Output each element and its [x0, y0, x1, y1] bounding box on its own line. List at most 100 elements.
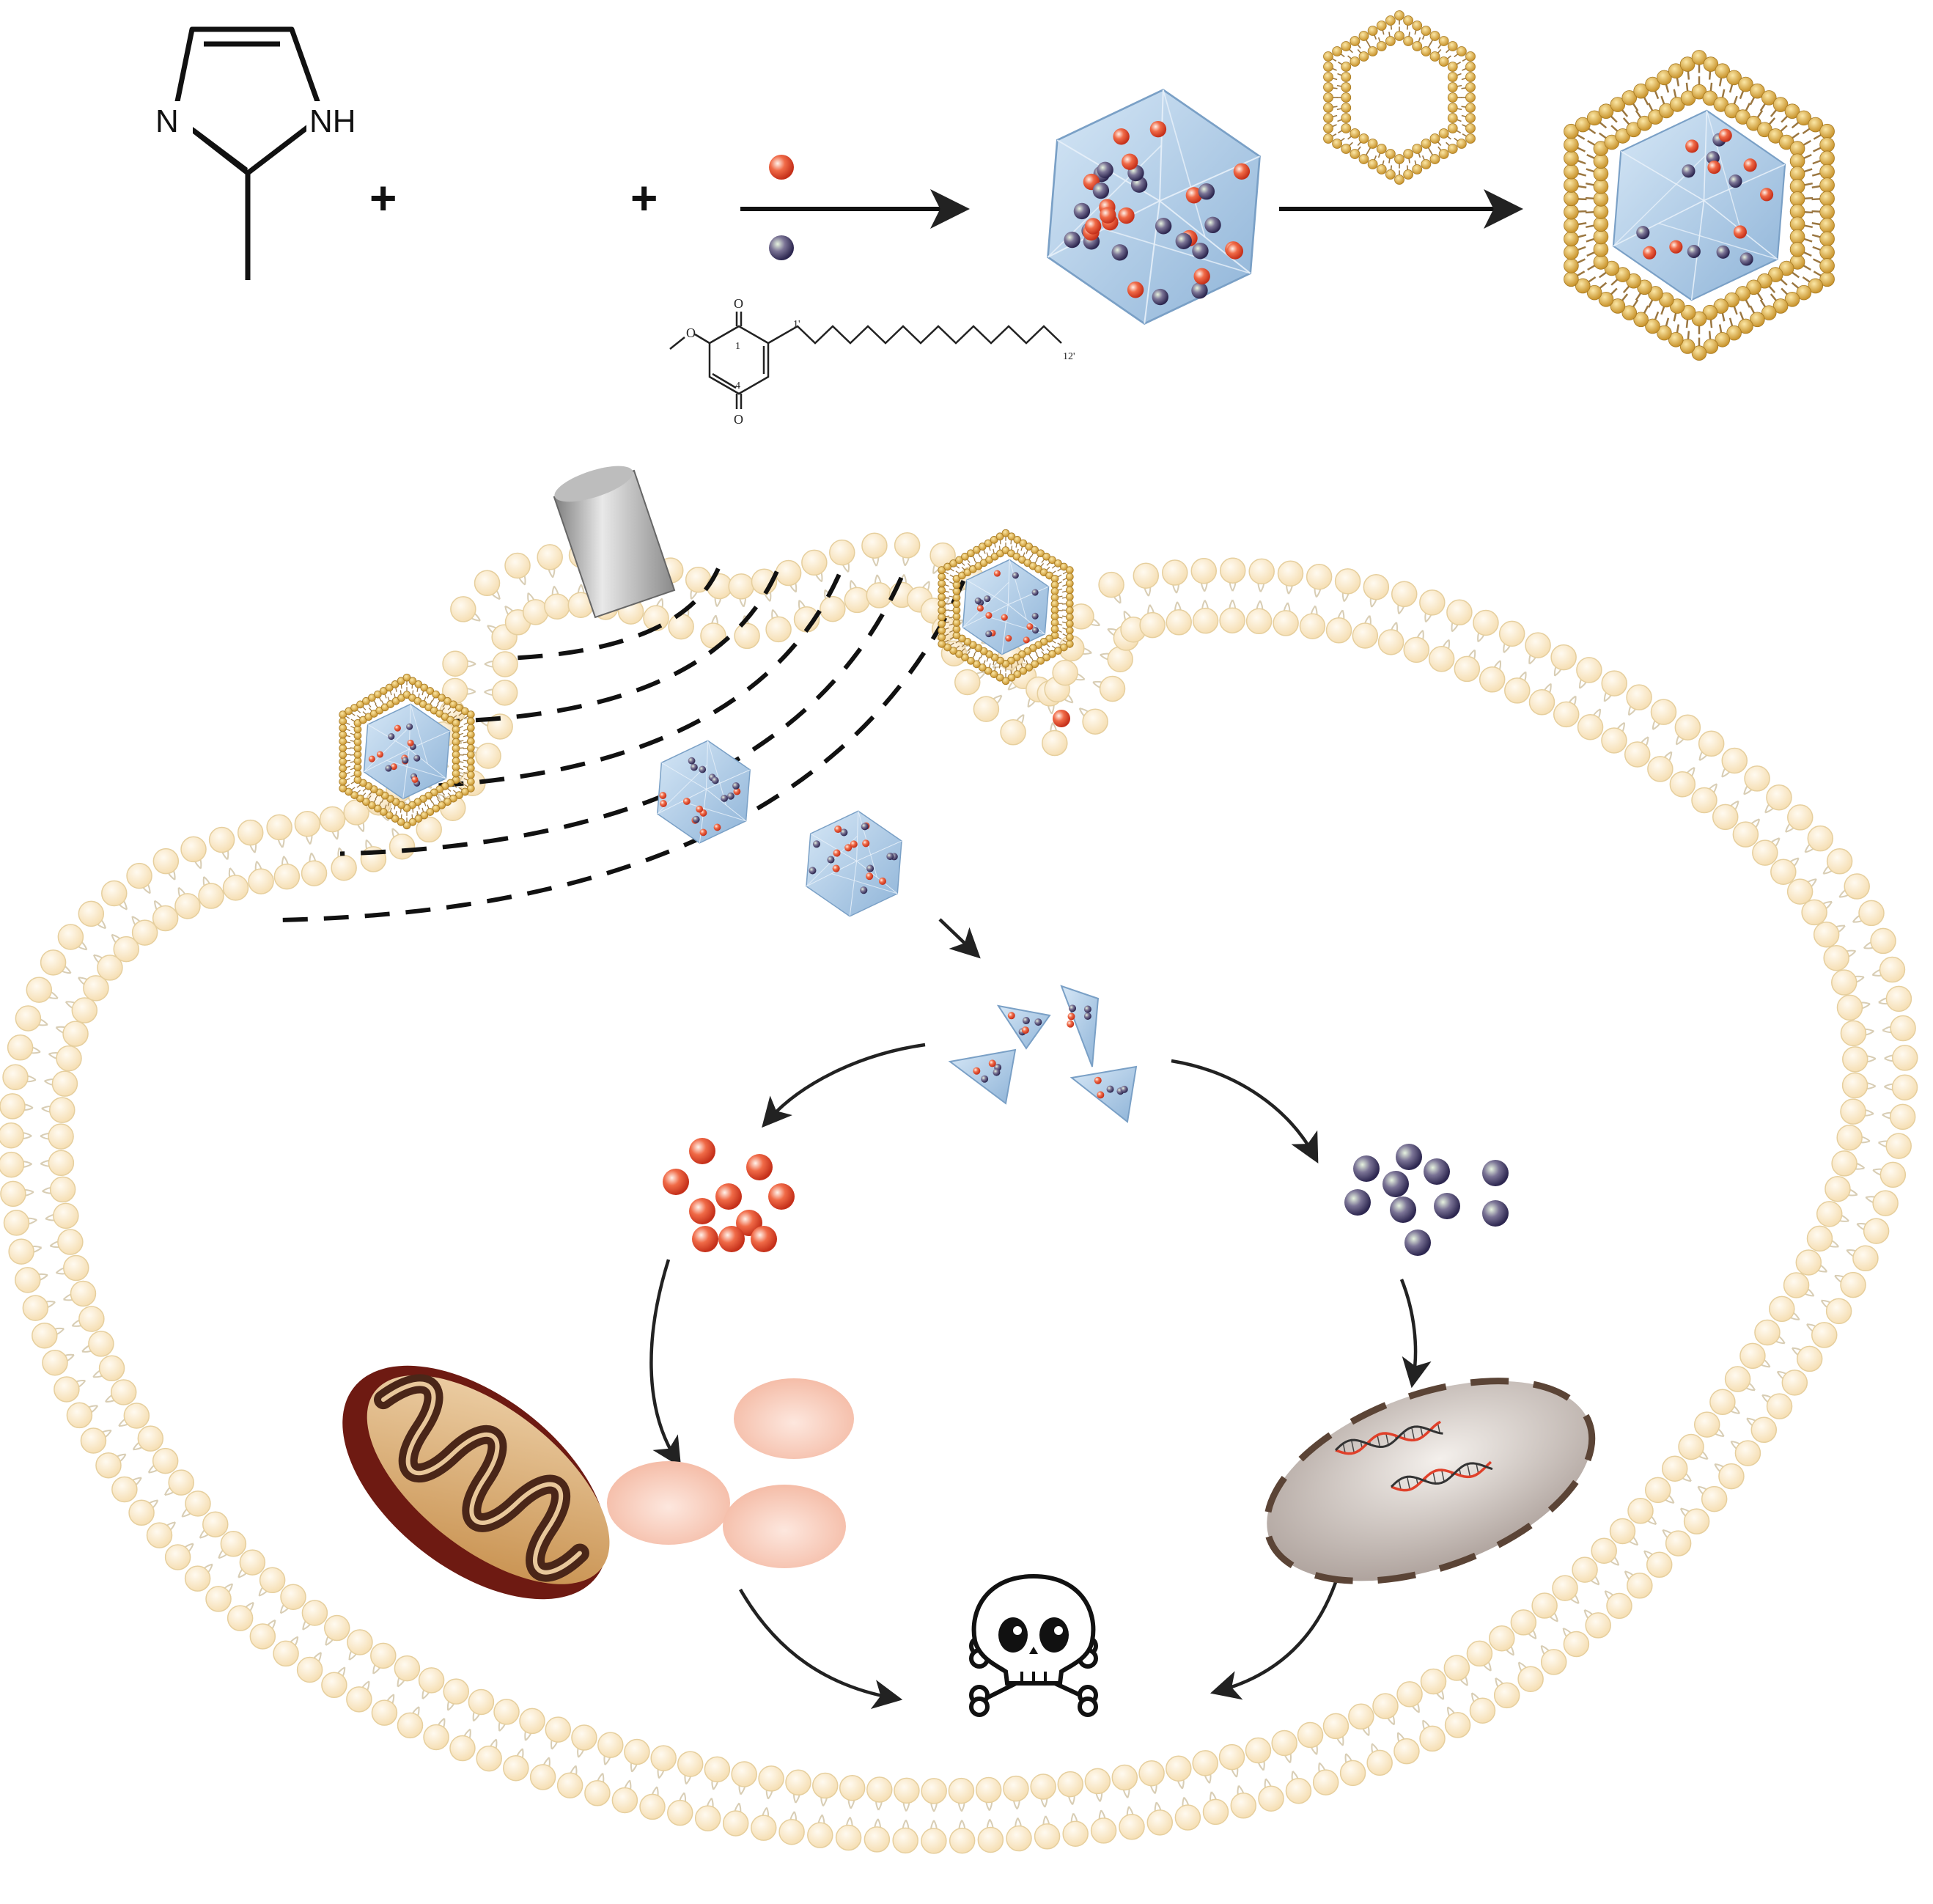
red-particle: [692, 1226, 718, 1252]
fragment-piece: [996, 1004, 1051, 1050]
imidazole-structure: N NH: [150, 26, 372, 280]
imidazole-n-label: N: [155, 103, 179, 139]
red-particle: [1685, 139, 1699, 153]
purple-particle: [1175, 232, 1192, 250]
red-particle: [1127, 282, 1144, 298]
purple-particle: [827, 856, 835, 864]
purple-particle: [1390, 1197, 1416, 1223]
purple-particle: [984, 595, 991, 603]
fragment-piece: [1069, 1065, 1138, 1123]
lipid-coated-nanoparticle: [1564, 50, 1835, 361]
purple-particle: [1064, 231, 1080, 249]
red-particle: [768, 1183, 795, 1210]
purple-particle: [1482, 1200, 1509, 1227]
red-particle: [976, 605, 984, 612]
red-particle: [689, 1138, 715, 1164]
purple-particle: [1031, 627, 1039, 634]
purple-particle: [974, 597, 982, 605]
dna-helix: [1334, 1420, 1493, 1492]
red-particle: [689, 1198, 715, 1224]
red-particle: [1759, 188, 1774, 202]
red-particle: [1226, 243, 1243, 260]
red-particle: [718, 1226, 745, 1252]
red-particle: [833, 849, 841, 857]
quinone-c1-label: 1: [735, 341, 740, 352]
lipid-shell: [1323, 10, 1476, 185]
purple-particle: [1031, 612, 1039, 620]
red-particle: [834, 825, 842, 834]
framework-nanoparticle: [1047, 88, 1261, 326]
purple-particle: [402, 757, 409, 764]
red-particle: [1233, 163, 1251, 180]
purple-particle: [769, 235, 794, 260]
purple-particle: [1687, 244, 1701, 259]
red-particle: [411, 776, 419, 783]
red-particle: [1718, 128, 1732, 142]
purple-particle: [711, 776, 719, 784]
purple-particle: [812, 840, 821, 848]
red-particle: [1149, 120, 1167, 138]
ultrasound-probe: [553, 466, 676, 619]
purple-particle: [1192, 242, 1209, 260]
purple-particle: [985, 631, 993, 638]
purple-particle: [1344, 1189, 1371, 1216]
purple-particle: [1404, 1229, 1431, 1256]
red-particle: [1001, 614, 1008, 621]
purple-particle: [406, 723, 413, 730]
red-particle: [1733, 225, 1747, 239]
red-particle: [844, 844, 853, 852]
red-particle: [394, 724, 401, 732]
red-particle: [407, 739, 414, 746]
framework-body: [363, 703, 451, 800]
imidazole-nh-label: NH: [309, 103, 356, 139]
purple-particle: [1012, 572, 1019, 579]
quinone-o-bottom: O: [734, 412, 743, 427]
purple-particle: [1092, 182, 1110, 199]
red-particle: [376, 751, 384, 758]
purple-particle: [1682, 164, 1695, 178]
purple-particle: [840, 828, 848, 837]
purple-particle: [699, 765, 707, 773]
red-particle: [751, 1226, 777, 1252]
pathway-arrows: [649, 918, 1432, 1710]
red-particle-cluster: [663, 1138, 795, 1252]
plus-sign: +: [630, 172, 658, 224]
purple-particle: [727, 792, 734, 800]
plus-sign: +: [369, 172, 397, 224]
purple-particle: [1155, 218, 1172, 235]
purple-particle: [1111, 244, 1128, 261]
framework-nanoparticle: [656, 740, 751, 844]
purple-particle: [688, 757, 696, 765]
nanoparticles-in-cell: [339, 529, 1074, 917]
red-particle: [850, 840, 858, 848]
red-particle: [832, 864, 840, 872]
red-particle: [1707, 161, 1721, 174]
red-particle: [985, 611, 993, 619]
purple-particle: [388, 733, 395, 740]
red-particle: [713, 823, 721, 831]
red-particle: [1122, 153, 1138, 170]
quinone-o-methoxy: O: [686, 326, 696, 340]
red-particle: [862, 839, 870, 848]
purple-particle: [866, 864, 875, 872]
red-particle: [1026, 622, 1034, 631]
skull-crossbones-icon: [969, 1573, 1098, 1717]
red-particle: [866, 872, 874, 881]
purple-particle: [691, 763, 698, 771]
red-particle: [1005, 635, 1012, 642]
purple-particle: [860, 886, 868, 894]
ros-clouds: [607, 1378, 854, 1568]
quinone-c4-label: 4: [735, 381, 740, 392]
purple-particle: [1191, 282, 1208, 299]
purple-particle: [809, 867, 817, 875]
quinone-c1prime-label: 1': [793, 319, 800, 330]
red-particle: [660, 800, 667, 807]
purple-particle: [1353, 1155, 1380, 1182]
purple-particle: [413, 754, 421, 762]
nucleus-with-dna: [1263, 1378, 1596, 1584]
purple-particle: [1097, 161, 1113, 179]
purple-particle: [385, 765, 392, 772]
red-particle: [1084, 218, 1102, 235]
red-particle: [1113, 128, 1130, 145]
